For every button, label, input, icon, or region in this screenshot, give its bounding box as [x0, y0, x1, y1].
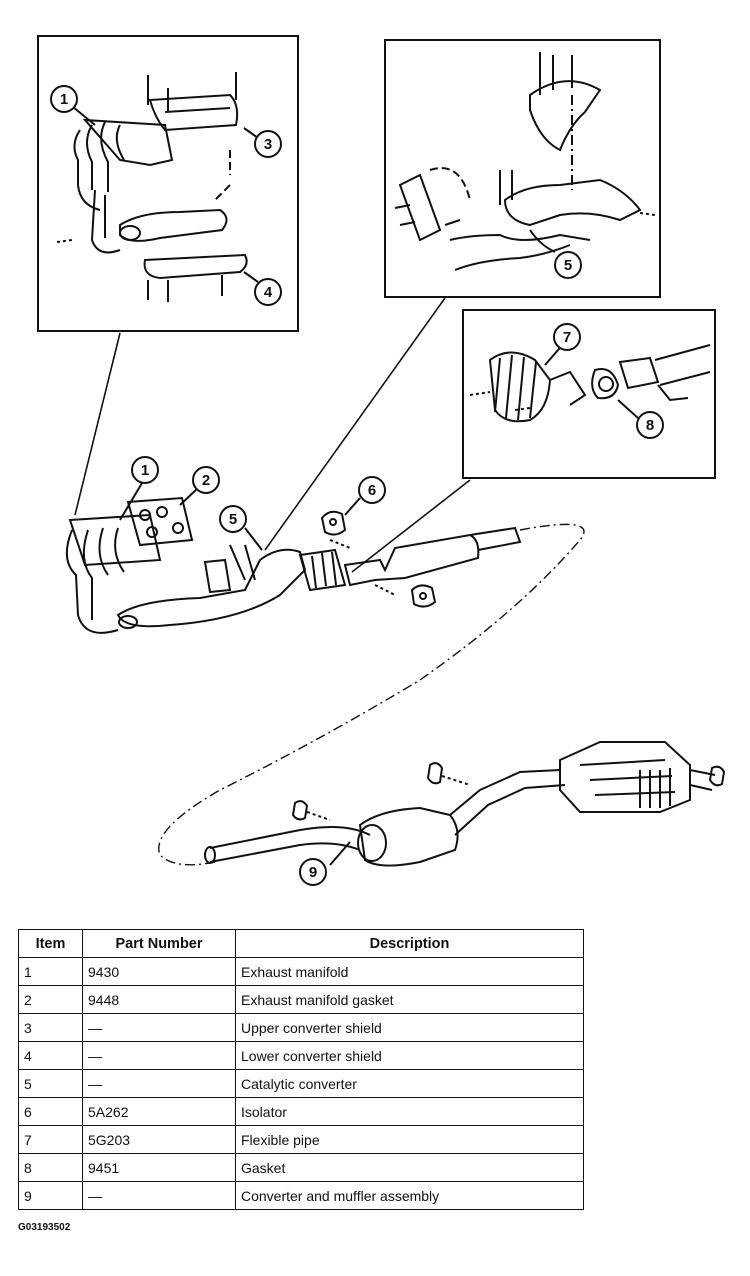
cell-description: Gasket [235, 1153, 584, 1182]
cell-item: 1 [18, 957, 83, 986]
callout-label: 9 [309, 864, 317, 881]
callout-1-detail: 1 [50, 85, 78, 113]
cell-part-number: 9430 [82, 957, 236, 986]
detail-box-flexible-pipe [462, 309, 716, 479]
cell-description: Isolator [235, 1097, 584, 1126]
callout-label: 6 [368, 482, 376, 499]
cell-part-number: 9451 [82, 1153, 236, 1182]
cell-part-number: — [82, 1069, 236, 1098]
cell-description: Lower converter shield [235, 1041, 584, 1070]
detail-box-manifold-shields [37, 35, 299, 332]
callout-5-detail: 5 [554, 251, 582, 279]
callout-label: 1 [60, 91, 68, 108]
callout-9: 9 [299, 858, 327, 886]
cell-description: Exhaust manifold gasket [235, 985, 584, 1014]
callout-label: 4 [264, 284, 273, 301]
callout-3: 3 [254, 130, 282, 158]
cell-item: 5 [18, 1069, 83, 1098]
cell-item: 9 [18, 1181, 83, 1210]
rear-muffler-assembly [204, 741, 726, 867]
cell-item: 2 [18, 985, 83, 1014]
exhaust-system-diagram: 1 3 4 5 7 8 1 2 5 6 9 [37, 35, 726, 886]
callout-label: 5 [564, 257, 572, 274]
callout-6: 6 [358, 476, 386, 504]
cell-description: Exhaust manifold [235, 957, 584, 986]
cell-description: Flexible pipe [235, 1125, 584, 1154]
cell-part-number: — [82, 1013, 236, 1042]
header-description: Description [235, 929, 584, 958]
detail-box-converter-shield [384, 39, 661, 298]
cell-part-number: 5A262 [82, 1097, 236, 1126]
header-item: Item [18, 929, 83, 958]
figure-id: G03193502 [18, 1222, 71, 1233]
callout-1-main: 1 [131, 456, 159, 484]
callout-4: 4 [254, 278, 282, 306]
table-row: 7 5G203 Flexible pipe [18, 1125, 584, 1154]
table-row: 6 5A262 Isolator [18, 1097, 584, 1126]
cell-part-number: 9448 [82, 985, 236, 1014]
cell-description: Catalytic converter [235, 1069, 584, 1098]
table-header-row: Item Part Number Description [18, 929, 584, 958]
table-row: 3 — Upper converter shield [18, 1013, 584, 1042]
callout-label: 7 [563, 329, 571, 346]
cell-item: 8 [18, 1153, 83, 1182]
table-row: 1 9430 Exhaust manifold [18, 957, 584, 986]
callout-8: 8 [636, 411, 664, 439]
cell-item: 7 [18, 1125, 83, 1154]
callout-label: 5 [229, 511, 237, 528]
callout-5-main: 5 [219, 505, 247, 533]
cell-item: 6 [18, 1097, 83, 1126]
cell-part-number: — [82, 1181, 236, 1210]
header-part-number: Part Number [82, 929, 236, 958]
callout-label: 8 [646, 417, 654, 434]
table-row: 9 — Converter and muffler assembly [18, 1181, 584, 1210]
table-row: 4 — Lower converter shield [18, 1041, 584, 1070]
callout-7: 7 [553, 323, 581, 351]
callout-label: 1 [141, 462, 149, 479]
parts-table: Item Part Number Description 1 9430 Exha… [18, 929, 584, 1210]
cell-description: Converter and muffler assembly [235, 1181, 584, 1210]
callout-2: 2 [192, 466, 220, 494]
table-row: 8 9451 Gasket [18, 1153, 584, 1182]
cell-description: Upper converter shield [235, 1013, 584, 1042]
callout-label: 3 [264, 136, 272, 153]
table-row: 2 9448 Exhaust manifold gasket [18, 985, 584, 1014]
table-row: 5 — Catalytic converter [18, 1069, 584, 1098]
callout-label: 2 [202, 472, 210, 489]
cell-item: 3 [18, 1013, 83, 1042]
main-exhaust-assembly [65, 477, 522, 634]
cell-item: 4 [18, 1041, 83, 1070]
cell-part-number: — [82, 1041, 236, 1070]
cell-part-number: 5G203 [82, 1125, 236, 1154]
